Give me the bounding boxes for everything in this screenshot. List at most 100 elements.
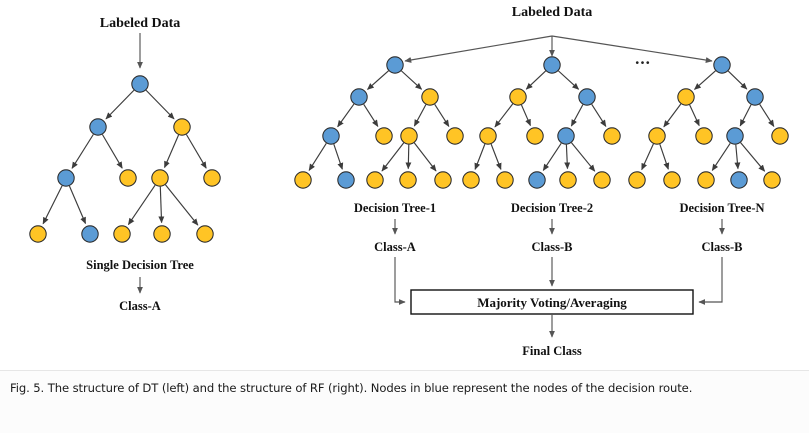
left-tree-edge	[127, 184, 156, 226]
rf-tree-3-node-blue[interactable]	[746, 88, 764, 106]
rf-vote-flows	[394, 257, 723, 305]
figure-canvas: Labeled Data Single Decision Tree Class-…	[29, 5, 789, 358]
rf-tree-3-edge	[659, 144, 670, 170]
rf-tree-2-node-yellow[interactable]	[462, 171, 480, 189]
final-class-label: Final Class	[522, 344, 582, 358]
rf-tree-2-node-yellow[interactable]	[593, 171, 611, 189]
rf-tree-1-edge	[363, 104, 379, 127]
rf-tree-2-edge	[494, 103, 514, 128]
rf-tree-3-edge	[727, 70, 748, 90]
left-tree-edge	[105, 89, 135, 120]
left-tree-edge	[158, 186, 165, 224]
rf-tree-1-node-yellow[interactable]	[434, 171, 452, 189]
rf-tree-1-edge	[308, 143, 327, 171]
rf-tree-2-node-yellow[interactable]	[603, 127, 621, 145]
rf-tree-2-edge	[474, 143, 486, 171]
left-tree-node-yellow[interactable]	[173, 118, 191, 136]
ellipsis-label: ...	[635, 49, 651, 68]
rf-tree-3-node-yellow[interactable]	[648, 127, 666, 145]
rf-tree-1-node-blue[interactable]	[386, 56, 404, 74]
rf-tree-3-edge	[759, 104, 775, 127]
rf-tree-3-node-yellow[interactable]	[663, 171, 681, 189]
rf-tree-3-edge	[711, 142, 731, 172]
figure-caption: Fig. 5. The structure of DT (left) and t…	[10, 381, 693, 395]
rf-tree-2-node-yellow[interactable]	[479, 127, 497, 145]
right-header: Labeled Data	[512, 5, 593, 20]
rf-tree-1-edge	[337, 103, 355, 128]
majority-voting-box[interactable]	[410, 289, 694, 315]
left-result-label: Class-A	[119, 299, 161, 313]
left-tree-node-yellow[interactable]	[196, 225, 214, 243]
rf-tree-3-node-yellow[interactable]	[697, 171, 715, 189]
rf-tree-1-node-yellow[interactable]	[399, 171, 417, 189]
rf-tree-2-node-yellow[interactable]	[526, 127, 544, 145]
rf-tree-2-node-blue[interactable]	[528, 171, 546, 189]
left-tree-node-yellow[interactable]	[153, 225, 171, 243]
rf-tree-1-node-blue[interactable]	[350, 88, 368, 106]
distribution-arrow	[551, 35, 713, 63]
rf-tree-1-node-blue[interactable]	[322, 127, 340, 145]
rf-tree-3-edge	[663, 103, 682, 128]
left-tree-node-yellow[interactable]	[203, 169, 221, 187]
rf-tree-2-node-blue[interactable]	[578, 88, 596, 106]
distribution-arrow	[404, 35, 553, 63]
rf-tree-3-node-blue[interactable]	[726, 127, 744, 145]
rf-tree-1-edge	[434, 104, 450, 127]
rf-tree-2-node-yellow[interactable]	[509, 88, 527, 106]
rf-tree-nodes	[294, 56, 789, 189]
decision-tree-name: Decision Tree-N	[679, 201, 764, 215]
rf-tree-3-edge	[694, 70, 716, 90]
decision-tree-result: Class-A	[374, 240, 416, 254]
rf-tree-1-edge	[405, 144, 412, 170]
left-header: Labeled Data	[100, 16, 181, 31]
left-tree-node-blue[interactable]	[57, 169, 75, 187]
left-tree-edge	[145, 89, 175, 120]
left-tree-edge	[71, 134, 94, 169]
left-tree-node-blue[interactable]	[89, 118, 107, 136]
left-tree-node-yellow[interactable]	[29, 225, 47, 243]
left-tree-edge	[185, 134, 207, 169]
single-decision-tree-group: Labeled Data Single Decision Tree Class-…	[29, 16, 221, 313]
rf-tree-3-edge	[734, 144, 741, 170]
left-tree-node-yellow[interactable]	[151, 169, 169, 187]
rf-tree-2-node-yellow[interactable]	[559, 171, 577, 189]
rf-tree-3-node-yellow[interactable]	[763, 171, 781, 189]
left-tree-node-blue[interactable]	[131, 75, 149, 93]
rf-tree-2-edge	[520, 104, 531, 127]
rf-tree-1-edge	[333, 144, 344, 170]
left-tree-nodes	[29, 75, 221, 243]
rf-tree-2-edge	[591, 104, 607, 127]
rf-tree-2-edge	[490, 143, 502, 171]
rf-tree-2-edge	[558, 70, 580, 90]
left-tree-node-yellow[interactable]	[113, 225, 131, 243]
rf-tree-2-node-yellow[interactable]	[496, 171, 514, 189]
rf-tree-3-node-yellow[interactable]	[628, 171, 646, 189]
rf-tree-1-node-yellow[interactable]	[400, 127, 418, 145]
rf-tree-3-node-blue[interactable]	[730, 171, 748, 189]
rf-tree-1-node-yellow[interactable]	[366, 171, 384, 189]
rf-tree-2-node-blue[interactable]	[543, 56, 561, 74]
rf-tree-2-edge	[542, 142, 562, 172]
rf-tree-1-node-blue[interactable]	[337, 171, 355, 189]
rf-tree-1-edge	[381, 142, 405, 172]
rf-tree-2-node-blue[interactable]	[557, 127, 575, 145]
rf-tree-3-node-yellow[interactable]	[695, 127, 713, 145]
rf-tree-1-node-yellow[interactable]	[375, 127, 393, 145]
rf-tree-1-node-yellow[interactable]	[421, 88, 439, 106]
left-tree-node-blue[interactable]	[81, 225, 99, 243]
rf-tree-3-edge	[641, 143, 654, 171]
left-tree-edge	[163, 134, 180, 169]
rf-tree-3-node-yellow[interactable]	[677, 88, 695, 106]
vote-flow	[698, 257, 723, 305]
rf-tree-2-edge	[570, 104, 584, 127]
left-tree-label: Single Decision Tree	[86, 258, 194, 272]
rf-tree-3-node-blue[interactable]	[713, 56, 731, 74]
rf-tree-1-node-yellow[interactable]	[294, 171, 312, 189]
left-tree-edge	[68, 185, 87, 225]
rf-tree-1-edge	[401, 70, 423, 90]
rf-tree-1-node-yellow[interactable]	[446, 127, 464, 145]
rf-tree-3-node-yellow[interactable]	[771, 127, 789, 145]
rf-tree-3-edge	[740, 142, 766, 172]
left-tree-node-yellow[interactable]	[119, 169, 137, 187]
